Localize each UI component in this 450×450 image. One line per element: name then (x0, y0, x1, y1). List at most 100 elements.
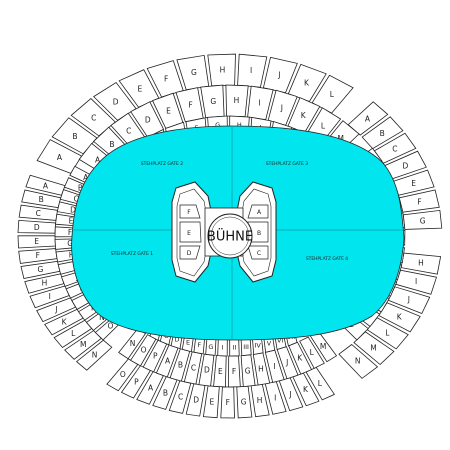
seat-block-outer-right-bottom-6[interactable] (338, 343, 379, 379)
seat-block-label: F (188, 100, 192, 109)
seat-block-label: G (191, 68, 197, 77)
seat-block-label: F (68, 228, 72, 237)
seat-block-outer-top-4[interactable] (118, 69, 160, 108)
seat-block-label: A (148, 384, 154, 393)
stage-wing-right-step (240, 188, 272, 277)
seat-block-label: L (71, 329, 76, 338)
seat-block-label: II (232, 344, 236, 352)
seat-block-label: I (415, 277, 417, 286)
stage-wing-left-step (176, 188, 208, 277)
stage-block-left-1[interactable] (179, 204, 201, 219)
stage-block-left-2-label: E (187, 230, 191, 237)
seat-block-label: G (245, 366, 251, 375)
seat-block-label: A (95, 156, 101, 165)
stage-block-right-1[interactable] (247, 204, 269, 219)
seat-block-label: O (120, 370, 126, 379)
seat-block-label: K (304, 79, 310, 88)
seat-block-label: G (420, 216, 426, 225)
stage-block-right-3[interactable] (247, 245, 269, 260)
standing-label-gate4: STEHPLATZ GATE 4 (306, 256, 348, 262)
seat-block-label: C (178, 393, 183, 402)
seat-block-label: F (417, 197, 421, 206)
seat-block-label: H (257, 396, 263, 405)
main-stage-inner-ring (210, 216, 250, 256)
seat-block-label: M (80, 340, 86, 349)
seat-block-label: E (186, 339, 190, 347)
stage-block-right-2-label: B (257, 230, 261, 237)
seat-block-label: O (107, 322, 113, 331)
seat-block-label: L (310, 348, 315, 357)
seat-block-label: F (232, 367, 236, 376)
seat-block-label: N (99, 313, 105, 322)
seat-block-label: H (42, 279, 48, 288)
seat-block-label: J (407, 295, 410, 304)
seat-block-label: L (318, 379, 323, 388)
stage-label: BÜHNE (207, 228, 253, 245)
seat-block-label: L (321, 121, 326, 130)
seat-block-outer-bottom-8[interactable] (185, 383, 206, 417)
seat-block-label: F (198, 341, 202, 349)
main-stage[interactable] (207, 213, 253, 259)
seat-block-label: D (174, 336, 179, 344)
seat-block-label: J (277, 71, 280, 80)
stage-block-right-3-label: C (257, 250, 261, 257)
seat-block-label: H (237, 121, 242, 129)
seat-block-label: C (191, 364, 196, 373)
seat-block-label: F (164, 74, 168, 83)
seat-block-label: K (301, 111, 307, 120)
seat-block-label: N (92, 351, 98, 360)
seat-block-label: J (285, 358, 288, 367)
standing-label-gate2: STEHPLATZ GATE 2 (141, 161, 183, 167)
seat-block-label: A (83, 173, 89, 182)
seat-block-outer-top-1[interactable] (51, 117, 98, 155)
seat-block-label: J (288, 390, 291, 399)
seat-block-label: D (34, 223, 40, 232)
seat-block-outer-left-0[interactable] (75, 339, 113, 371)
seat-block-label: D (70, 205, 76, 214)
seat-block-label: C (392, 145, 397, 154)
seat-block-outer-right-top-1[interactable] (361, 116, 404, 150)
seat-block-label: G (37, 265, 43, 274)
stage-block-right-1-label: A (257, 209, 262, 216)
seat-block-label: E (218, 367, 223, 376)
stage-structure: F E D A B C BÜHNE (171, 181, 277, 283)
seat-block-outer-left-11[interactable] (18, 204, 58, 221)
seat-block-label: C (36, 209, 41, 218)
seat-block-label: M (370, 343, 376, 352)
seat-block-label: L (330, 90, 335, 99)
seat-block-outer-bottom-9[interactable] (168, 380, 192, 414)
seat-block-label: B (380, 129, 385, 138)
seat-block-outer-top-3[interactable] (93, 81, 137, 121)
seat-block-label: C (74, 194, 79, 203)
seat-block-label: K (303, 385, 309, 394)
seat-block-outer-bottom-6[interactable] (220, 386, 235, 419)
seat-block-label: I (250, 66, 252, 75)
seat-block-label: M (338, 134, 344, 143)
seat-block-label: V (267, 339, 272, 347)
seat-block-label: E (34, 237, 39, 246)
seat-block-label: I (49, 292, 51, 301)
seat-block-label: G (215, 121, 220, 129)
seat-block-label: P (153, 352, 158, 361)
seat-block-label: E (166, 107, 171, 116)
seat-block-label: B (78, 184, 83, 193)
seat-block-label: J (280, 103, 283, 112)
seat-block-label: D (193, 396, 199, 405)
seat-block-outer-left-13[interactable] (25, 174, 66, 196)
seat-block-label: O (141, 346, 147, 355)
seat-block-outer-left-12[interactable] (21, 189, 62, 209)
stage-block-left-3[interactable] (179, 245, 201, 260)
seat-block-outer-top-2[interactable] (70, 98, 116, 137)
seat-block-outer-top-0[interactable] (36, 139, 83, 174)
seat-block-label: F (226, 398, 230, 407)
seat-block-outer-left-10[interactable] (17, 219, 57, 234)
stage-block-left-1-label: F (187, 209, 191, 216)
seat-block-label: L (385, 329, 390, 338)
seat-block-label: P (134, 377, 139, 386)
seat-block-label: A (57, 153, 63, 162)
seat-block-outer-bottom-7[interactable] (202, 385, 220, 419)
stage-block-left-2[interactable] (179, 221, 202, 243)
seat-block-label: IV (254, 342, 261, 350)
seat-block-middle-bottom-1[interactable] (299, 336, 325, 369)
